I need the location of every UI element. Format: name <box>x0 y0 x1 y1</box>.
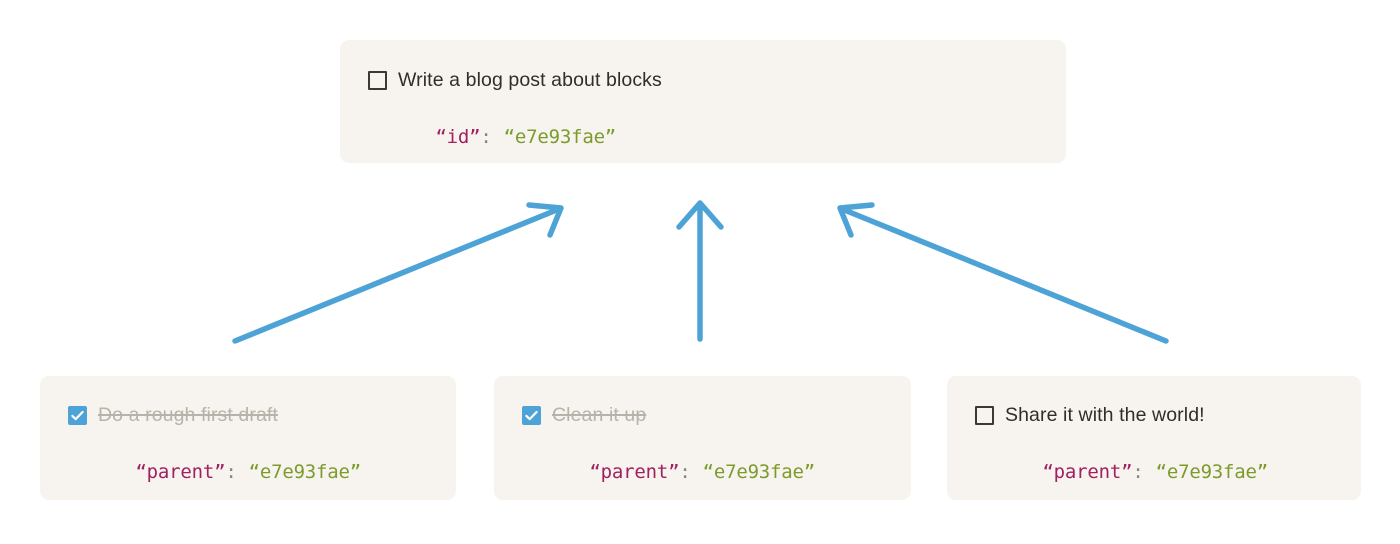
child-3-json-key: “parent” <box>1042 461 1133 483</box>
root-todo-line: Write a blog post about blocks <box>368 67 1066 93</box>
checkbox-empty-icon[interactable] <box>368 70 387 90</box>
child-3-todo-label: Share it with the world! <box>1005 403 1205 426</box>
child-block-card-1[interactable]: Do a rough first draft “parent”: “e7e93fa… <box>40 376 456 500</box>
arrow-child-2-to-root <box>676 200 724 342</box>
root-json-line: “id”: “e7e93fae” <box>368 104 1066 170</box>
child-3-todo-line: Share it with the world! <box>975 402 1361 428</box>
root-json-key: “id” <box>435 126 481 148</box>
child-block-card-2[interactable]: Clean it up “parent”: “e7e93fae” <box>494 376 911 500</box>
child-1-json-key: “parent” <box>135 461 226 483</box>
child-1-todo-line: Do a rough first draft <box>68 402 456 428</box>
child-2-json-key: “parent” <box>589 461 680 483</box>
child-2-todo-label: Clean it up <box>552 403 647 426</box>
checkbox-checked-icon[interactable] <box>68 405 87 425</box>
root-json-value: “e7e93fae” <box>503 126 617 148</box>
arrow-child-3-to-root <box>837 202 1169 344</box>
child-2-json-line: “parent”: “e7e93fae” <box>522 439 911 505</box>
child-2-json-colon: : <box>679 461 691 483</box>
child-2-json-value: “e7e93fae” <box>702 461 816 483</box>
child-1-json-line: “parent”: “e7e93fae” <box>68 439 456 505</box>
child-1-json-value: “e7e93fae” <box>248 461 362 483</box>
child-3-json-value: “e7e93fae” <box>1155 461 1269 483</box>
checkbox-checked-icon[interactable] <box>522 405 541 425</box>
arrow-child-1-to-root <box>232 202 564 344</box>
child-block-card-3[interactable]: Share it with the world! “parent”: “e7e93… <box>947 376 1361 500</box>
root-json-colon: : <box>480 126 492 148</box>
child-1-json-colon: : <box>225 461 237 483</box>
child-1-todo-label: Do a rough first draft <box>98 403 278 426</box>
root-todo-label: Write a blog post about blocks <box>398 68 662 91</box>
checkbox-empty-icon[interactable] <box>975 405 994 425</box>
child-3-json-colon: : <box>1132 461 1144 483</box>
child-2-todo-line: Clean it up <box>522 402 911 428</box>
child-3-json-line: “parent”: “e7e93fae” <box>975 439 1361 505</box>
root-block-card[interactable]: Write a blog post about blocks “id”: “e7e… <box>340 40 1066 163</box>
